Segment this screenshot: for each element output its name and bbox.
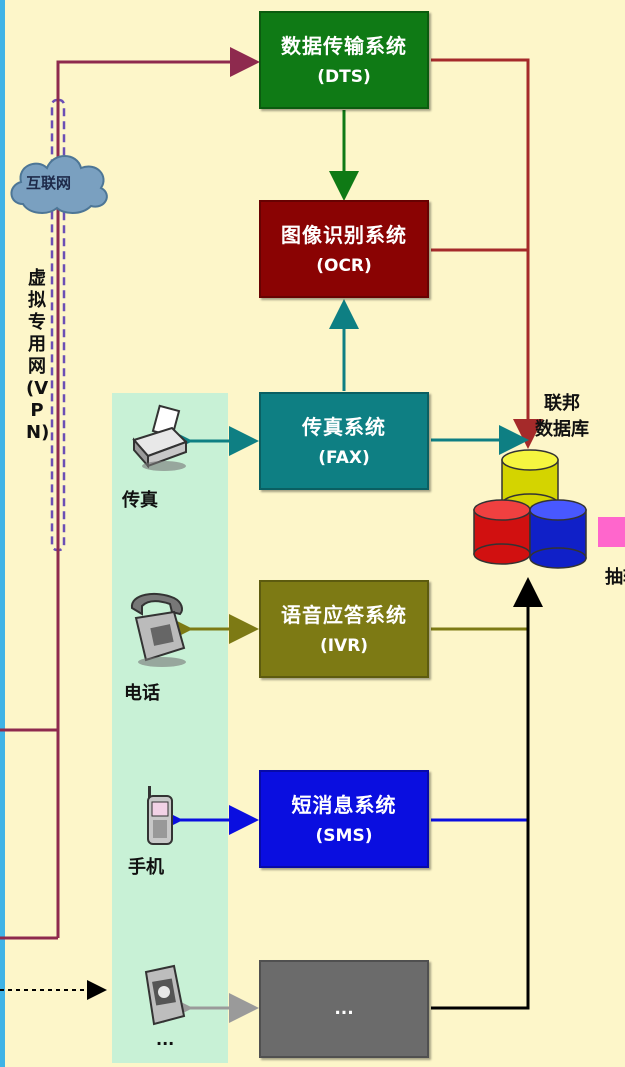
mobile-phone-icon [147,786,173,845]
dts-to-db [431,58,543,449]
phone-device-label: 电话 [124,683,160,704]
ivr-title: 语音应答系统 [281,603,407,627]
internet-label: 互联网 [26,174,72,192]
ivr-system-box: 语音应答系统 (IVR) [259,580,429,678]
other-to-db [431,577,543,1010]
ocr-title: 图像识别系统 [281,223,407,247]
ivr-abbr: (IVR) [319,636,369,656]
federated-db-label: 联邦 数据库 [535,393,589,440]
internet-cloud-icon [10,155,108,214]
cut-off-side-text: 抽转清加 [605,567,625,588]
fax-device-label: 传真 [122,490,158,511]
sms-system-box: 短消息系统 (SMS) [259,770,429,868]
ocr-abbr: (OCR) [316,256,372,276]
dts-title: 数据传输系统 [281,34,407,58]
db-cylinder-red [473,499,531,565]
dts-system-box: 数据传输系统 (DTS) [259,11,429,109]
device-panel [112,393,228,1063]
link-to-dts [0,47,260,732]
dts-abbr: (DTS) [317,67,371,87]
other-abbr: ... [334,999,354,1019]
output-arrow-stub [598,517,625,547]
ocr-system-box: 图像识别系统 (OCR) [259,200,429,298]
fax-abbr: (FAX) [318,448,370,468]
mobile-device-label: 手机 [128,857,164,878]
fax-title: 传真系统 [302,415,386,439]
db-cylinder-blue [529,499,587,569]
federated-database-icon [473,449,587,569]
left-edge-strip [0,0,5,1067]
other-device-icon [144,964,186,1026]
fax-machine-icon [132,404,188,471]
other-system-box: ... [259,960,429,1058]
other-device-label: ... [156,1030,175,1049]
sms-title: 短消息系统 [291,793,397,817]
vpn-label: 虚拟专用网(VPN) [26,268,50,443]
sms-abbr: (SMS) [315,826,373,846]
telephone-icon [130,592,186,667]
fax-system-box: 传真系统 (FAX) [259,392,429,490]
